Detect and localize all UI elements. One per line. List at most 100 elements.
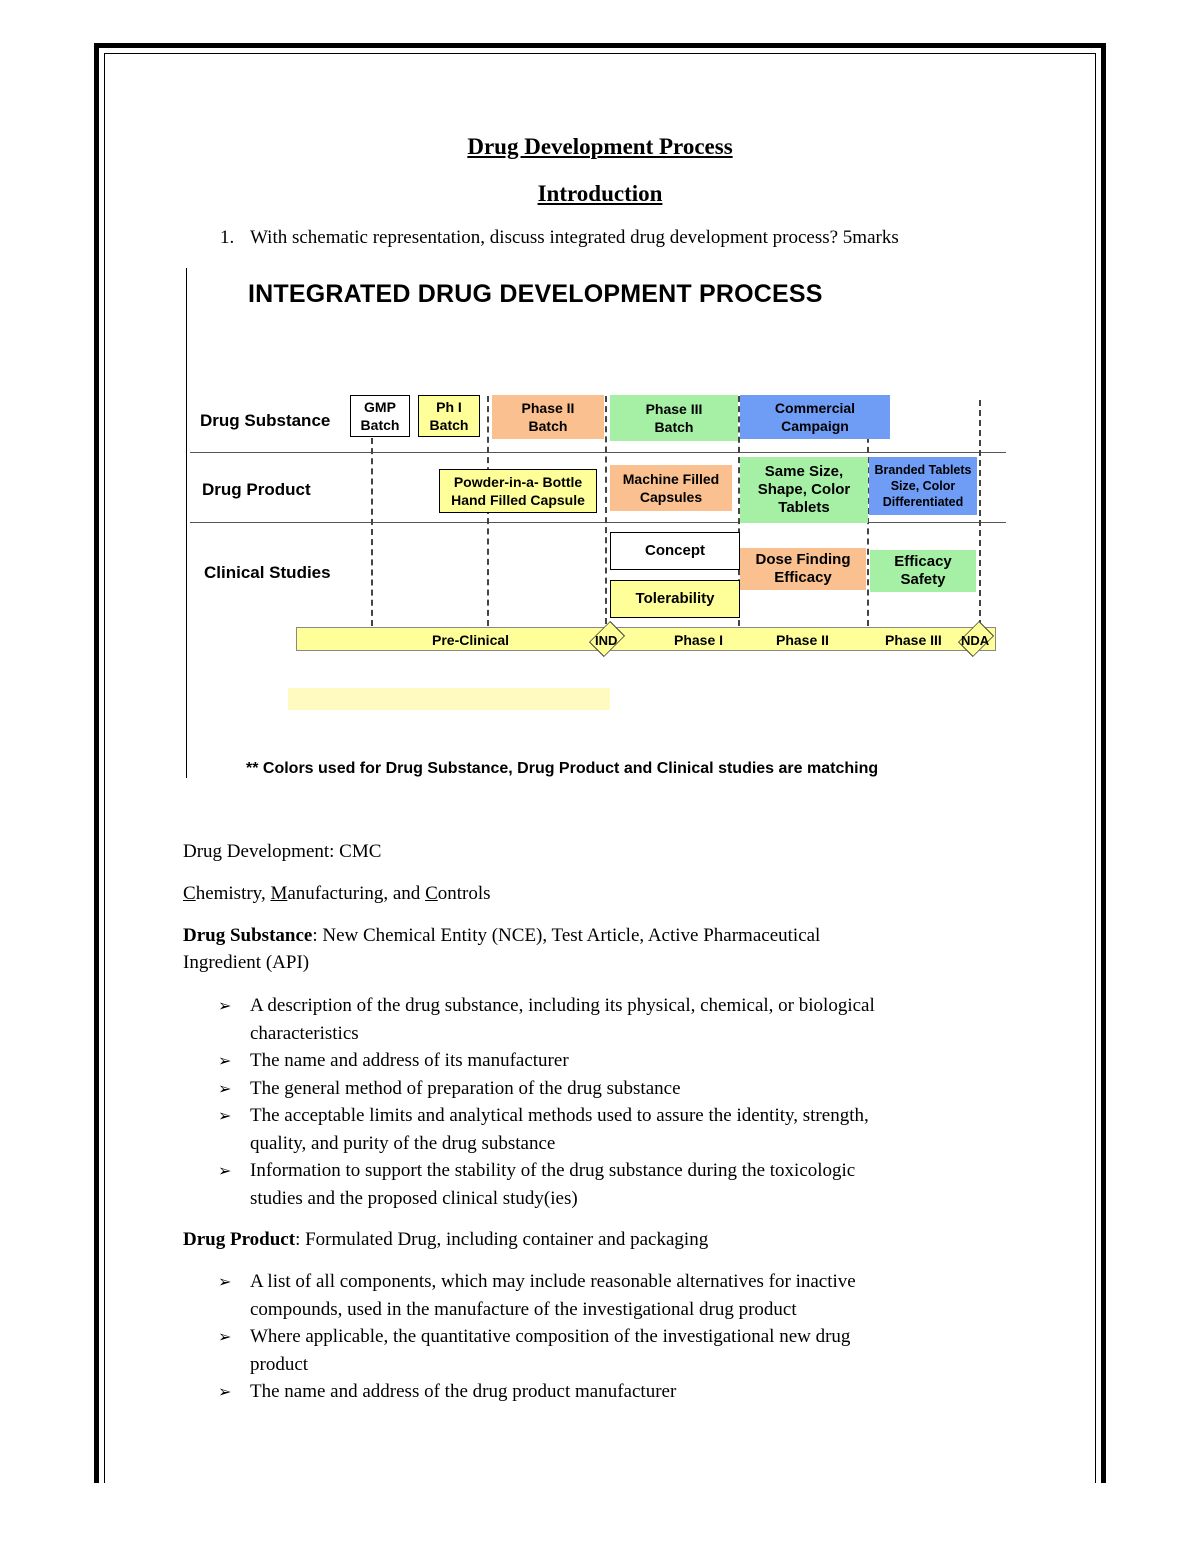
timeline-preclinical: Pre-Clinical (432, 632, 510, 648)
cmc-c2-rest: ontrols (437, 883, 491, 904)
row-divider (190, 522, 1006, 523)
drug-product-bullets: ➢ A list of all components, which may inc… (216, 1268, 856, 1406)
arrow-bullet-icon: ➢ (218, 1161, 232, 1180)
list-item: ➢ Information to support the stability of… (216, 1157, 875, 1212)
drug-product-intro: Drug Product: Formulated Drug, including… (183, 1226, 708, 1253)
phase2-batch-line2: Batch (528, 418, 568, 434)
list-item-text: quality, and purity of the drug substanc… (250, 1132, 556, 1154)
branded-line1: Branded Tablets (874, 463, 972, 477)
arrow-bullet-icon: ➢ (218, 1078, 232, 1098)
list-item: ➢ A list of all components, which may inc… (216, 1268, 856, 1323)
cmc-m-rest: anufacturing, and (287, 883, 426, 904)
question-number: 1. (220, 227, 235, 248)
list-item: ➢ The name and address of its manufacture… (216, 1047, 875, 1075)
list-item-text: studies and the proposed clinical study(… (250, 1187, 578, 1209)
arrow-bullet-icon: ➢ (218, 996, 232, 1015)
list-item-text: A description of the drug substance, inc… (250, 995, 875, 1016)
row-label-drug-product: Drug Product (202, 480, 311, 499)
list-item: ➢ The general method of preparation of th… (216, 1075, 875, 1103)
timeline-phase2: Phase II (776, 632, 829, 648)
dose-line1: Dose Finding (755, 551, 851, 568)
arrow-bullet-icon: ➢ (218, 1051, 232, 1070)
diagram-title: INTEGRATED DRUG DEVELOPMENT PROCESS (248, 280, 823, 308)
cmc-expansion: Chemistry, Manufacturing, and Controls (183, 880, 491, 907)
ph1-batch-line2: Batch (429, 417, 469, 433)
arrow-bullet-icon: ➢ (218, 1327, 232, 1346)
list-item-text: The name and address of its manufacturer (250, 1050, 569, 1071)
list-item-text: Where applicable, the quantitative compo… (250, 1326, 851, 1347)
arrow-bullet-icon: ➢ (218, 1382, 232, 1401)
phase3-batch-line1: Phase III (645, 401, 703, 417)
list-item-text: compounds, used in the manufacture of th… (250, 1298, 797, 1320)
drug-product-label: Drug Product (183, 1229, 296, 1250)
row-label-clinical-studies: Clinical Studies (204, 563, 331, 582)
commercial-campaign-line2: Campaign (781, 418, 849, 434)
gmp-batch-line2: Batch (360, 417, 400, 433)
list-item: ➢ Where applicable, the quantitative comp… (216, 1323, 856, 1378)
arrow-bullet-icon: ➢ (218, 1272, 232, 1291)
section-heading: Introduction (537, 181, 663, 206)
page-title: Drug Development Process (467, 134, 733, 159)
list-item-text: The acceptable limits and analytical met… (250, 1105, 869, 1126)
ind-label: IND (595, 633, 618, 648)
efficacy-line2: Safety (900, 571, 946, 588)
branded-line3: Differentiated (882, 495, 964, 509)
tablets-line3: Tablets (778, 499, 830, 516)
list-item-text: The general method of preparation of the… (250, 1077, 681, 1099)
commercial-campaign-line1: Commercial (774, 400, 856, 416)
phase3-batch-box: Phase III Batch (610, 395, 738, 441)
stage-divider (867, 396, 869, 626)
phase3-batch-line2: Batch (654, 419, 694, 435)
drug-substance-text-line2: Ingredient (API) (183, 952, 310, 973)
row-divider (190, 452, 1006, 453)
drug-substance-bullets: ➢ A description of the drug substance, in… (216, 992, 875, 1212)
page-border-inner (104, 53, 1096, 1483)
ph1-batch-box: Ph I Batch (418, 395, 480, 437)
cmc-m: M (270, 883, 288, 904)
concept-box: Concept (610, 532, 740, 570)
diagram-left-rule (186, 268, 187, 778)
timeline-bar (296, 627, 996, 651)
tablets-line1: Same Size, (764, 463, 844, 480)
nda-label: NDA (961, 633, 990, 648)
list-item-text: The name and address of the drug product… (250, 1381, 677, 1402)
diagram-footnote: ** Colors used for Drug Substance, Drug … (246, 760, 879, 777)
cmc-c: C (183, 883, 196, 904)
highlight-strip (288, 688, 610, 710)
arrow-bullet-icon: ➢ (218, 1106, 232, 1125)
stage-divider (371, 438, 373, 626)
powder-in-bottle-line2: Hand Filled Capsule (451, 492, 585, 508)
cmc-heading: Drug Development: CMC (183, 841, 382, 862)
drug-substance-text-line1: : New Chemical Entity (NCE), Test Articl… (312, 925, 821, 946)
drug-product-text: : Formulated Drug, including container a… (295, 1229, 709, 1250)
dose-line2: Efficacy (774, 569, 832, 586)
machine-filled-line1: Machine Filled (622, 471, 720, 487)
stage-divider (605, 396, 607, 624)
phase2-batch-box: Phase II Batch (492, 395, 604, 439)
stage-divider (979, 400, 981, 626)
ph1-batch-line1: Ph I (436, 399, 462, 415)
list-item-text: characteristics (250, 1022, 359, 1044)
timeline-phase1: Phase I (674, 632, 724, 648)
phase2-batch-line1: Phase II (521, 400, 575, 416)
drug-substance-label: Drug Substance (183, 925, 313, 946)
list-item-text: Information to support the stability of … (250, 1160, 856, 1181)
list-item: ➢ The acceptable limits and analytical me… (216, 1102, 875, 1157)
drug-substance-intro: Drug Substance: New Chemical Entity (NCE… (183, 922, 820, 976)
timeline-phase3: Phase III (885, 632, 942, 648)
process-diagram: INTEGRATED DRUG DEVELOPMENT PROCESS Drug… (186, 268, 1016, 780)
list-item-text: product (250, 1353, 309, 1375)
tolerability-box: Tolerability (610, 580, 740, 618)
list-item-text: A list of all components, which may incl… (250, 1271, 856, 1292)
question-text: With schematic representation, discuss i… (250, 227, 899, 248)
branded-line2: Size, Color (890, 479, 956, 493)
stage-divider (738, 396, 740, 626)
